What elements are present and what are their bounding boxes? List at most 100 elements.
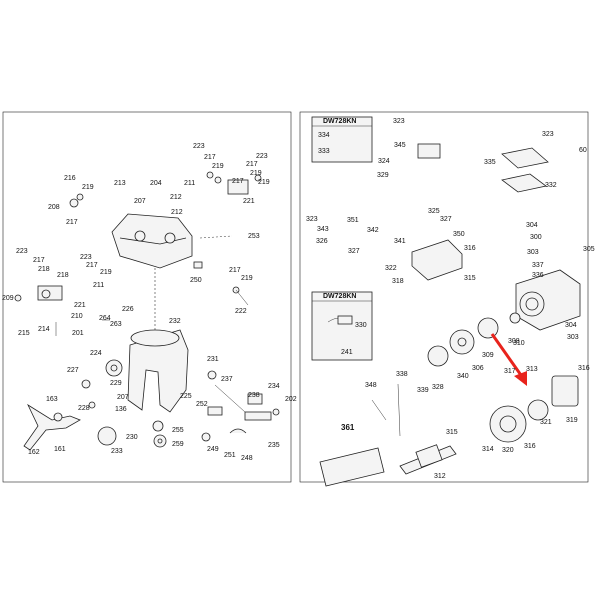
part-number-label: 224 [90, 350, 102, 357]
part-number-label: 255 [172, 427, 184, 434]
part-number-label: 350 [453, 231, 465, 238]
part-number-label: 329 [377, 172, 389, 179]
part-number-label: 223 [256, 153, 268, 160]
part-number-label: 321 [540, 419, 552, 426]
part-number-label: 229 [110, 380, 122, 387]
part-number-label: 332 [545, 182, 557, 189]
part-number-label: 201 [72, 330, 84, 337]
part-number-label: 300 [530, 234, 542, 241]
part-number-label: 336 [532, 272, 544, 279]
callout-arrow-head [514, 371, 527, 386]
right-panel-drawing [311, 116, 581, 487]
part-number-label: 232 [169, 318, 181, 325]
right-panel-border [299, 111, 589, 483]
part-number-label: 235 [268, 442, 280, 449]
part-number-label: 264 [99, 315, 111, 322]
part-number-label: 221 [74, 302, 86, 309]
part-number-label: 233 [111, 448, 123, 455]
part-number-label: 216 [64, 175, 76, 182]
part-number-label: 223 [193, 143, 205, 150]
part-number-label: 221 [243, 198, 255, 205]
part-number-label: 334 [318, 132, 330, 139]
part-number-label: 163 [46, 396, 58, 403]
part-number-label: 219 [82, 184, 94, 191]
part-number-label: 312 [434, 473, 446, 480]
part-number-label: 223 [80, 254, 92, 261]
part-number-label: 314 [482, 446, 494, 453]
part-number-label: 318 [392, 278, 404, 285]
part-number-label: 219 [100, 269, 112, 276]
part-number-label: 319 [566, 417, 578, 424]
part-number-label: 213 [114, 180, 126, 187]
dw728kn-title-top: DW728KN [323, 118, 356, 125]
part-number-label: 339 [417, 387, 429, 394]
part-number-label: 341 [394, 238, 406, 245]
dw728kn-title-mid: DW728KN [323, 293, 356, 300]
part-number-label: 361 [341, 423, 355, 432]
part-number-label: 218 [57, 272, 69, 279]
part-number-label: 217 [66, 219, 78, 226]
part-number-label: 330 [355, 322, 367, 329]
part-number-label: 230 [126, 434, 138, 441]
part-number-label: 343 [317, 226, 329, 233]
part-number-label: 340 [457, 373, 469, 380]
part-number-label: 308 [508, 338, 520, 345]
part-number-label: 338 [396, 371, 408, 378]
part-number-label: 304 [526, 222, 538, 229]
part-number-label: 204 [150, 180, 162, 187]
part-number-label: 215 [18, 330, 30, 337]
part-number-label: 228 [78, 405, 90, 412]
dw728kn-box-top [311, 116, 373, 163]
part-number-label: 219 [212, 163, 224, 170]
part-number-label: 342 [367, 227, 379, 234]
part-number-label: 218 [38, 266, 50, 273]
left-panel-border [2, 111, 292, 483]
part-number-label: 211 [93, 282, 104, 289]
part-number-label: 333 [318, 148, 330, 155]
part-number-label: 212 [171, 209, 183, 216]
part-number-label: 249 [207, 446, 219, 453]
part-number-label: 327 [440, 216, 452, 223]
part-number-label: 303 [567, 334, 579, 341]
part-number-label: 207 [117, 394, 129, 401]
part-number-label: 322 [385, 265, 397, 272]
part-number-label: 60 [579, 147, 587, 154]
part-number-label: 304 [565, 322, 577, 329]
part-number-label: 337 [532, 262, 544, 269]
part-number-label: 309 [482, 352, 494, 359]
part-number-label: 223 [16, 248, 28, 255]
part-number-label: 317 [504, 368, 516, 375]
part-number-label: 208 [48, 204, 60, 211]
part-number-label: 217 [232, 178, 244, 185]
part-number-label: 214 [38, 326, 50, 333]
part-number-label: 237 [221, 376, 233, 383]
part-number-label: 345 [394, 142, 406, 149]
part-number-label: 316 [578, 365, 590, 372]
part-number-label: 219 [250, 170, 262, 177]
part-number-label: 234 [268, 383, 280, 390]
part-number-label: 211 [184, 180, 195, 187]
part-number-label: 136 [115, 406, 127, 413]
part-number-label: 323 [306, 216, 318, 223]
part-number-label: 225 [180, 393, 192, 400]
part-number-label: 320 [502, 447, 514, 454]
part-number-label: 325 [428, 208, 440, 215]
part-number-label: 217 [86, 262, 98, 269]
part-number-label: 315 [446, 429, 458, 436]
part-number-label: 306 [472, 365, 484, 372]
part-number-label: 238 [248, 392, 260, 399]
part-number-label: 217 [204, 154, 216, 161]
part-number-label: 348 [365, 382, 377, 389]
part-number-label: 253 [248, 233, 260, 240]
part-number-label: 202 [285, 396, 297, 403]
part-number-label: 327 [348, 248, 360, 255]
part-number-label: 161 [54, 446, 66, 453]
part-number-label: 217 [229, 267, 241, 274]
part-number-label: 231 [207, 356, 219, 363]
part-number-label: 316 [464, 245, 476, 252]
part-number-label: 310 [513, 340, 525, 347]
